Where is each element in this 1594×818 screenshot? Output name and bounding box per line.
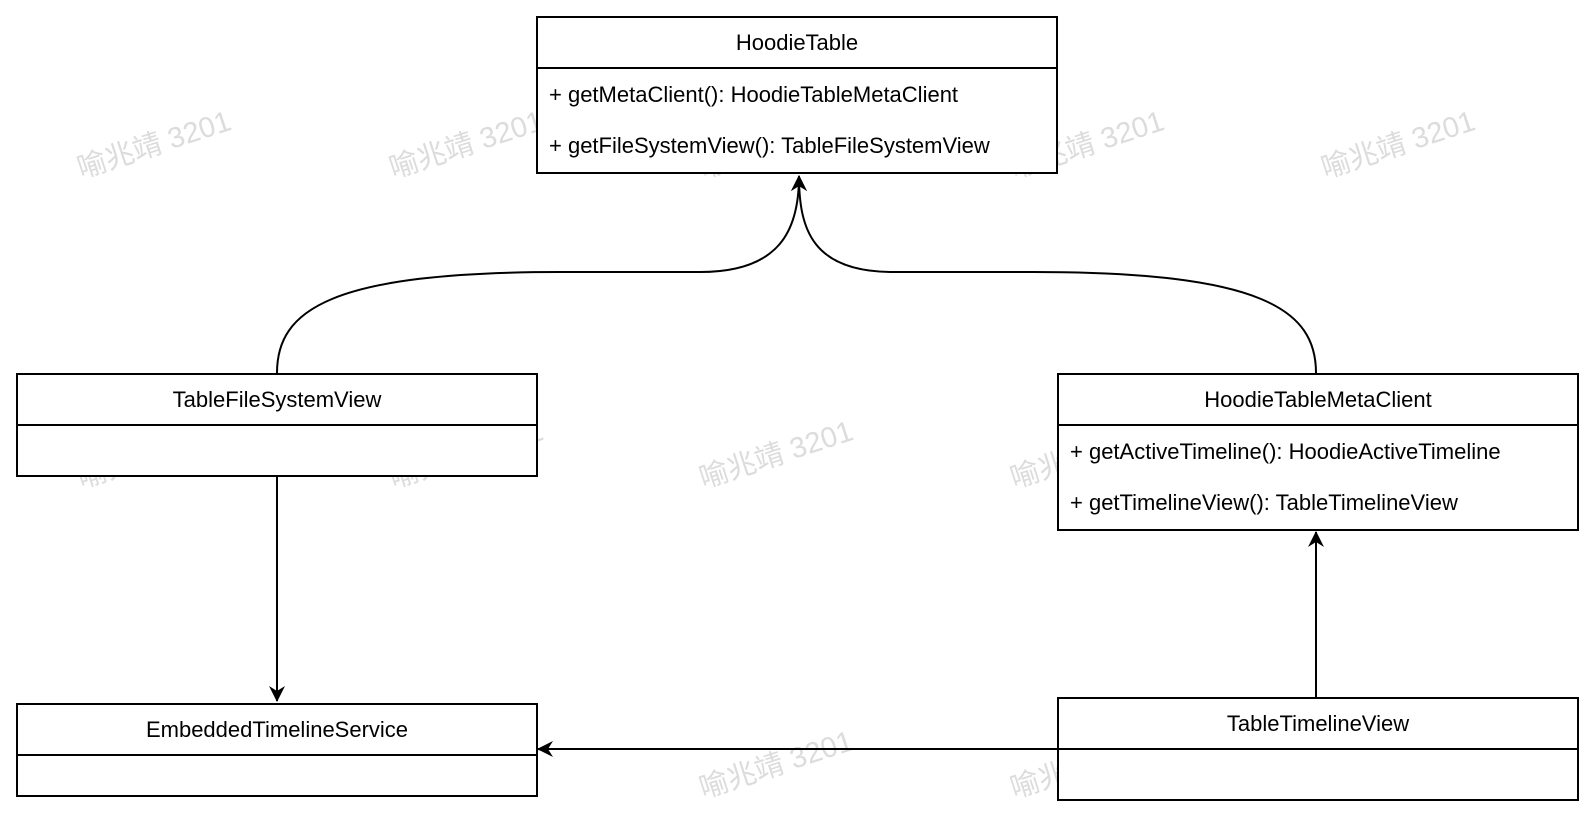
class-member: + getMetaClient(): HoodieTableMetaClient [549, 81, 959, 107]
edge-hoodietablemetaclient-to-hoodietable [791, 175, 1317, 374]
class-name: TableTimelineView [1059, 699, 1577, 750]
class-hoodie-table-meta-client[interactable]: HoodieTableMetaClient + getActiveTimelin… [1057, 373, 1579, 531]
class-member: + getActiveTimeline(): HoodieActiveTimel… [1070, 438, 1501, 464]
class-name: HoodieTable [538, 18, 1056, 69]
class-table-timeline-view[interactable]: TableTimelineView [1057, 697, 1579, 801]
edge-tablefilesystemview-to-hoodietable [276, 175, 807, 374]
class-members: + getMetaClient(): HoodieTableMetaClient… [538, 69, 1056, 171]
class-member: + getTimelineView(): TableTimelineView [1070, 489, 1458, 515]
class-name: TableFileSystemView [18, 375, 536, 426]
class-name: EmbeddedTimelineService [18, 705, 536, 756]
class-embedded-timeline-service[interactable]: EmbeddedTimelineService [16, 703, 538, 797]
class-table-file-system-view[interactable]: TableFileSystemView [16, 373, 538, 477]
class-member: + getFileSystemView(): TableFileSystemVi… [549, 132, 990, 158]
class-members: + getActiveTimeline(): HoodieActiveTimel… [1059, 426, 1577, 528]
class-name: HoodieTableMetaClient [1059, 375, 1577, 426]
class-hoodie-table[interactable]: HoodieTable + getMetaClient(): HoodieTab… [536, 16, 1058, 174]
